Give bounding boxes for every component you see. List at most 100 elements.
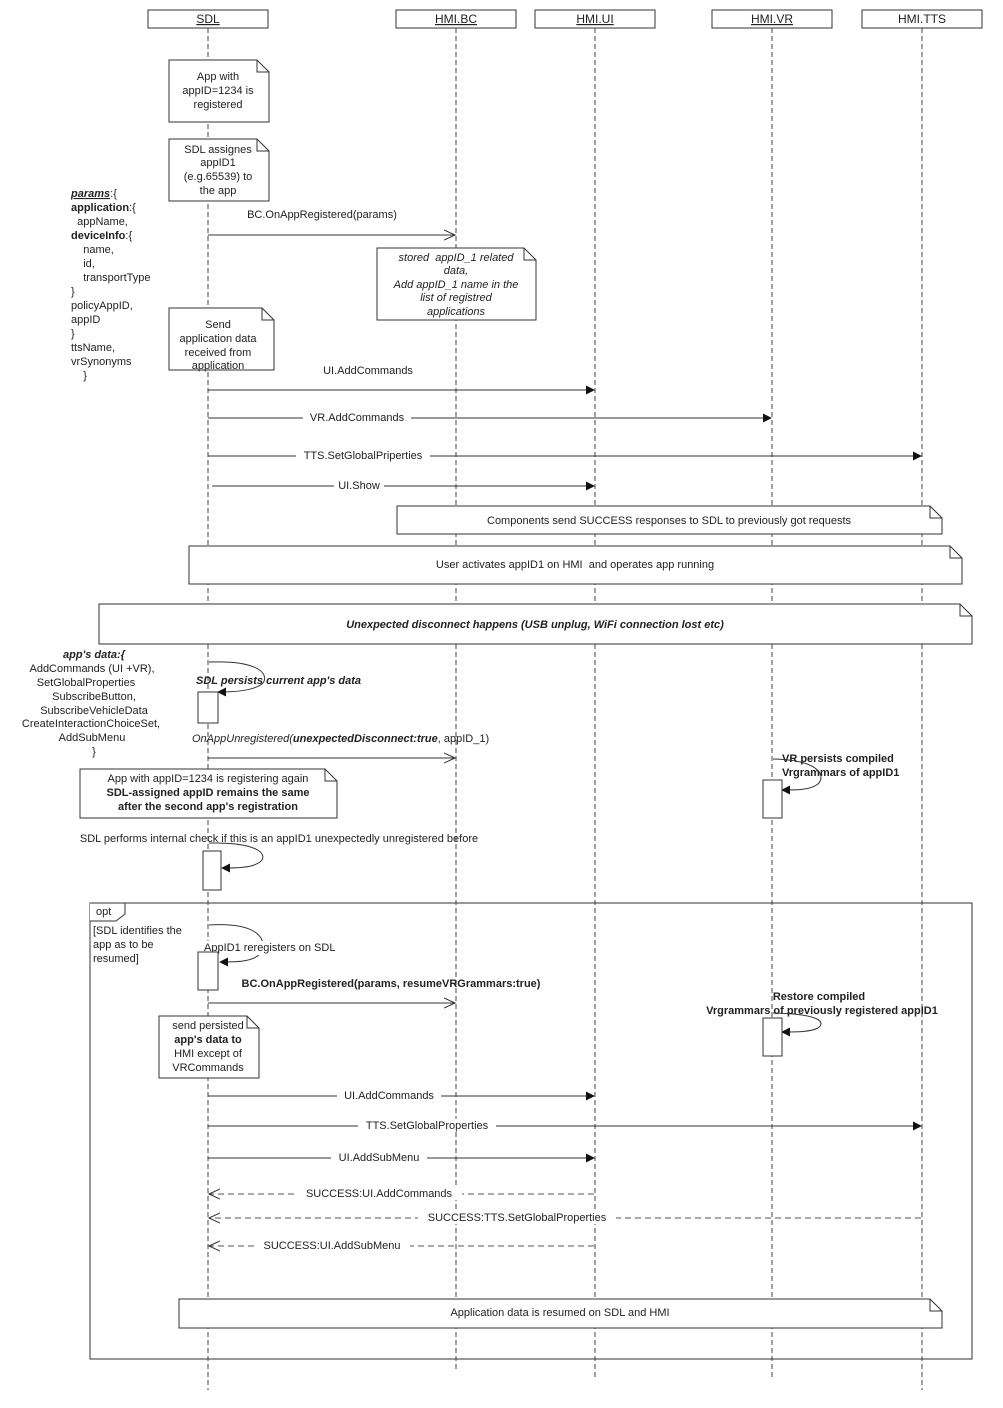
msg-ui-addsubmenu: UI.AddSubMenu xyxy=(208,1151,595,1164)
msg-bc-onappregistered-resume-label: BC.OnAppRegistered(params, resumeVRGramm… xyxy=(242,978,541,990)
note-registered-line: appID=1234 is xyxy=(182,85,254,97)
side-params-line: } xyxy=(71,286,75,298)
msg-tts-setglobalproperties: TTS.SetGlobalPriperties xyxy=(208,449,922,462)
msg-tts-setglobalproperties-label: TTS.SetGlobalPriperties xyxy=(304,450,423,462)
activation-vr xyxy=(762,779,783,819)
participant-hmi-vr-label: HMI.VR xyxy=(751,12,793,26)
side-params-line: policyAppID, xyxy=(71,300,133,312)
activation-vr xyxy=(762,1017,783,1057)
side-params-line: name, xyxy=(71,244,114,256)
msg-restore-label: Vrgrammars of previously registered appI… xyxy=(706,1005,938,1017)
note-stored-line: stored appID_1 related xyxy=(399,252,515,264)
msg-sdl-persists: SDL persists current app's data xyxy=(196,661,361,724)
msg-vr-addcommands-label: VR.AddCommands xyxy=(310,412,405,424)
note-reregistering-line: App with appID=1234 is registering again xyxy=(108,773,309,785)
note-registered-line: registered xyxy=(194,99,243,111)
side-params-line: vrSynonyms xyxy=(71,356,132,368)
note-reregistering: App with appID=1234 is registering again… xyxy=(79,768,338,819)
msg-vr-persists: VR persists compiled Vrgrammars of appID… xyxy=(762,753,899,819)
msg-ui-addcommands-resume-label: UI.AddCommands xyxy=(344,1090,434,1102)
opt-frame-guard: [SDL identifies the xyxy=(93,925,182,937)
side-params-line: } xyxy=(71,370,87,382)
note-resumed: Application data is resumed on SDL and H… xyxy=(178,1298,943,1329)
side-params-line: appID xyxy=(71,314,100,326)
note-send-data-line: Send xyxy=(205,319,231,331)
note-registered-line: App with xyxy=(197,71,239,83)
msg-bc-onappregistered: BC.OnAppRegistered(params) xyxy=(208,209,455,235)
msg-internal-check: SDL performs internal check if this is a… xyxy=(80,833,478,891)
msg-tts-setglobalproperties-resume-label: TTS.SetGlobalProperties xyxy=(366,1120,489,1132)
note-assigns-line: SDL assignes xyxy=(184,144,252,156)
participant-hmi-ui: HMI.UI xyxy=(534,9,656,29)
participant-hmi-bc: HMI.BC xyxy=(395,9,517,29)
participant-hmi-tts-label: HMI.TTS xyxy=(898,12,946,26)
resp-tts-setglobalproperties-label: SUCCESS:TTS.SetGlobalProperties xyxy=(428,1212,607,1224)
msg-ui-addsubmenu-label: UI.AddSubMenu xyxy=(339,1152,420,1164)
side-params: params:{ application:{ appName, deviceIn… xyxy=(70,188,150,382)
lifelines xyxy=(207,28,923,1390)
note-resumed-text: Application data is resumed on SDL and H… xyxy=(450,1307,669,1319)
msg-onappunregistered: OnAppUnregistered(unexpectedDisconnect:t… xyxy=(192,733,489,758)
msg-restore-label: Restore compiled xyxy=(773,991,865,1003)
opt-frame-guard: resumed] xyxy=(93,953,139,965)
msg-bc-onappregistered-label: BC.OnAppRegistered(params) xyxy=(247,209,397,221)
activation-sdl xyxy=(197,951,219,991)
note-assigns-line: the app xyxy=(200,185,237,197)
resp-ui-addsubmenu: SUCCESS:UI.AddSubMenu xyxy=(209,1239,594,1252)
note-stored-line: list of registred xyxy=(420,292,492,304)
side-params-line: ttsName, xyxy=(71,342,115,354)
msg-appid1-reregisters-label: AppID1 reregisters on SDL xyxy=(204,942,335,954)
note-assigns: SDL assignes appID1 (e.g.65539) to the a… xyxy=(168,138,270,202)
msg-restore-vrgrammars: Restore compiled Vrgrammars of previousl… xyxy=(706,991,938,1057)
msg-vr-persists-label: Vrgrammars of appID1 xyxy=(782,767,899,779)
msg-tts-setglobalproperties-resume: TTS.SetGlobalProperties xyxy=(208,1119,922,1132)
opt-frame-guard: app as to be xyxy=(93,939,154,951)
note-send-persisted-line: VRCommands xyxy=(172,1062,244,1074)
note-assigns-line: appID1 xyxy=(200,157,235,169)
msg-ui-addcommands-resume: UI.AddCommands xyxy=(208,1089,595,1102)
activation-sdl xyxy=(202,850,222,891)
side-params-line: appName, xyxy=(71,216,128,228)
note-disconnect: Unexpected disconnect happens (USB unplu… xyxy=(98,603,973,645)
note-send-persisted-line: app's data to xyxy=(174,1034,242,1046)
note-user-activates-text: User activates appID1 on HMI and operate… xyxy=(436,559,714,571)
activation-sdl xyxy=(197,691,219,724)
msg-vr-addcommands: VR.AddCommands xyxy=(208,411,772,424)
note-stored-line: data, xyxy=(444,265,468,277)
msg-ui-addcommands-label: UI.AddCommands xyxy=(323,365,413,377)
note-send-persisted: send persisted app's data to HMI except … xyxy=(158,1015,260,1079)
side-appdata-line: SubscribeButton, xyxy=(52,691,136,703)
participant-hmi-tts: HMI.TTS xyxy=(861,9,983,29)
side-params-line: application:{ xyxy=(71,202,136,214)
msg-sdl-persists-label: SDL persists current app's data xyxy=(196,675,361,687)
resp-ui-addsubmenu-label: SUCCESS:UI.AddSubMenu xyxy=(264,1240,401,1252)
side-appdata-line: } xyxy=(92,746,96,758)
msg-bc-onappregistered-resume: BC.OnAppRegistered(params, resumeVRGramm… xyxy=(208,978,541,1003)
opt-frame: opt [SDL identifies the app as to be res… xyxy=(89,902,973,1360)
note-stored-line: applications xyxy=(427,306,486,318)
side-params-line: deviceInfo:{ xyxy=(71,230,132,242)
side-appdata-title: app's data:{ xyxy=(63,649,127,661)
note-components-success-text: Components send SUCCESS responses to SDL… xyxy=(487,515,851,527)
participant-hmi-ui-label: HMI.UI xyxy=(576,12,613,26)
resp-tts-setglobalproperties: SUCCESS:TTS.SetGlobalProperties xyxy=(209,1211,921,1224)
msg-ui-show: UI.Show xyxy=(212,479,595,492)
note-assigns-line: (e.g.65539) to xyxy=(184,171,253,183)
note-send-data: Send application data received from appl… xyxy=(168,307,275,372)
note-disconnect-text: Unexpected disconnect happens (USB unplu… xyxy=(346,619,724,631)
note-registered: App with appID=1234 is registered xyxy=(168,59,270,123)
note-send-persisted-line: send persisted xyxy=(172,1020,244,1032)
note-stored-line: Add appID_1 name in the xyxy=(393,279,519,291)
participant-sdl-label: SDL xyxy=(196,12,220,26)
msg-ui-show-label: UI.Show xyxy=(338,480,380,492)
note-send-data-line: application xyxy=(192,360,245,372)
note-components-success: Components send SUCCESS responses to SDL… xyxy=(396,505,943,535)
participant-sdl: SDL xyxy=(147,9,269,29)
side-appdata-line: AddSubMenu xyxy=(59,732,126,744)
msg-internal-check-label: SDL performs internal check if this is a… xyxy=(80,833,478,845)
msg-ui-addcommands: UI.AddCommands xyxy=(208,365,595,395)
msg-onappunregistered-label: OnAppUnregistered(unexpectedDisconnect:t… xyxy=(192,733,489,745)
note-send-persisted-line: HMI except of xyxy=(174,1048,243,1060)
side-appdata: app's data:{ AddCommands (UI +VR), SetGl… xyxy=(22,649,160,758)
